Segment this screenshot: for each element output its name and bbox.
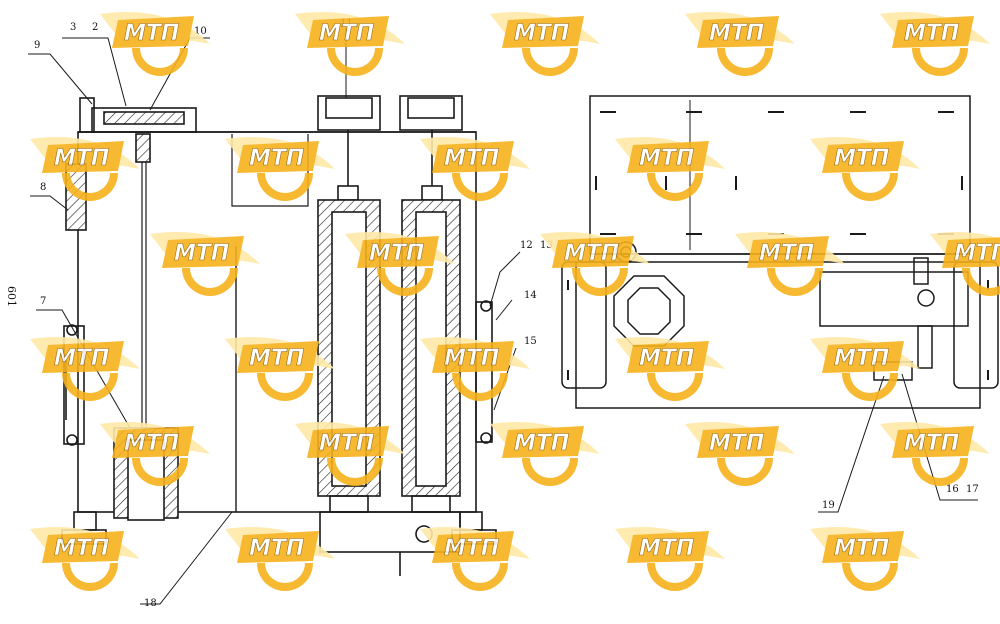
- watermark-text: МТП: [249, 536, 304, 561]
- callout-13: 13: [540, 240, 553, 251]
- watermark-text: МТП: [834, 346, 889, 371]
- callout-9: 9: [34, 40, 40, 51]
- callout-19: 19: [822, 500, 835, 511]
- watermark-text: МТП: [759, 241, 814, 266]
- callout-7: 7: [40, 296, 46, 307]
- mtp-watermark-logo: МТП: [685, 12, 795, 76]
- watermark-text: МТП: [639, 146, 694, 171]
- cover-plate: [589, 95, 971, 255]
- callout-8: 8: [40, 182, 46, 193]
- watermark-text: МТП: [904, 431, 959, 456]
- mtp-watermark-logo: МТП: [225, 137, 335, 201]
- watermark-layer: МТП МТП МТП МТП МТП МТП МТП МТП МТП МТП МТП МТП МТП М…: [30, 12, 1000, 591]
- watermark-text: МТП: [124, 431, 179, 456]
- watermark-text: МТП: [834, 146, 889, 171]
- callout-2: 2: [92, 22, 98, 33]
- mtp-watermark-logo: МТП: [490, 422, 600, 486]
- callout-3: 3: [70, 22, 76, 33]
- mtp-watermark-logo: МТП: [490, 12, 600, 76]
- mtp-watermark-logo: МТП: [345, 232, 455, 296]
- watermark-text: МТП: [319, 431, 374, 456]
- watermark-text: МТП: [444, 146, 499, 171]
- mtp-watermark-logo: МТП: [295, 12, 405, 76]
- mtp-watermark-logo: МТП: [30, 137, 140, 201]
- top-flange-left: [91, 107, 197, 133]
- mtp-watermark-logo: МТП: [540, 232, 650, 296]
- watermark-text: МТП: [54, 536, 109, 561]
- watermark-text: МТП: [54, 346, 109, 371]
- callout-12: 12: [520, 240, 533, 251]
- callout-14: 14: [524, 290, 537, 301]
- mtp-watermark-logo: МТП: [930, 232, 1000, 296]
- mtp-watermark-logo: МТП: [615, 527, 725, 591]
- mtp-watermark-logo: МТП: [225, 527, 335, 591]
- mtp-watermark-logo: МТП: [100, 422, 210, 486]
- watermark-text: МТП: [639, 346, 694, 371]
- mtp-watermark-logo: МТП: [615, 137, 725, 201]
- mtp-watermark-logo: МТП: [810, 527, 920, 591]
- watermark-text: МТП: [444, 536, 499, 561]
- watermark-text: МТП: [444, 346, 499, 371]
- watermark-text: МТП: [249, 146, 304, 171]
- watermark-text: МТП: [904, 21, 959, 46]
- mtp-watermark-logo: МТП: [295, 422, 405, 486]
- mtp-watermark-logo: МТП: [810, 337, 920, 401]
- watermark-text: МТП: [639, 536, 694, 561]
- watermark-text: МТП: [834, 536, 889, 561]
- watermark-text: МТП: [319, 21, 374, 46]
- side-flange-right: [953, 261, 999, 389]
- watermark-text: МТП: [514, 21, 569, 46]
- mtp-watermark-logo: МТП: [420, 337, 530, 401]
- watermark-text: МТП: [249, 346, 304, 371]
- watermark-text: МТП: [514, 431, 569, 456]
- mtp-watermark-logo: МТП: [685, 422, 795, 486]
- watermark-text: МТП: [709, 431, 764, 456]
- callout-17: 17: [966, 484, 979, 495]
- mtp-watermark-logo: МТП: [615, 337, 725, 401]
- watermark-text: МТП: [124, 21, 179, 46]
- mtp-watermark-logo: МТП: [880, 422, 990, 486]
- mtp-watermark-logo: МТП: [150, 232, 260, 296]
- mtp-watermark-logo: МТП: [420, 137, 530, 201]
- mtp-watermark-logo: МТП: [880, 12, 990, 76]
- mtp-watermark-logo: МТП: [735, 232, 845, 296]
- watermark-text: МТП: [564, 241, 619, 266]
- mtp-watermark-logo: МТП: [100, 12, 210, 76]
- mtp-watermark-logo: МТП: [30, 337, 140, 401]
- callout-18: 18: [144, 598, 157, 609]
- heater-cylinder: [819, 271, 969, 327]
- level-gauge-right: [475, 301, 493, 443]
- watermark-text: МТП: [174, 241, 229, 266]
- watermark-text: МТП: [954, 241, 1000, 266]
- watermark-text: МТП: [54, 146, 109, 171]
- mtp-watermark-logo: МТП: [810, 137, 920, 201]
- mtp-watermark-logo: МТП: [420, 527, 530, 591]
- watermark-text: МТП: [369, 241, 424, 266]
- callout-16: 16: [946, 484, 959, 495]
- callout-10: 10: [194, 26, 207, 37]
- octagon-port: [613, 275, 685, 347]
- callout-15: 15: [524, 336, 537, 347]
- mtp-watermark-logo: МТП: [30, 527, 140, 591]
- side-dimension-label: 601: [5, 286, 18, 307]
- mtp-watermark-logo: МТП: [225, 337, 335, 401]
- watermark-text: МТП: [709, 21, 764, 46]
